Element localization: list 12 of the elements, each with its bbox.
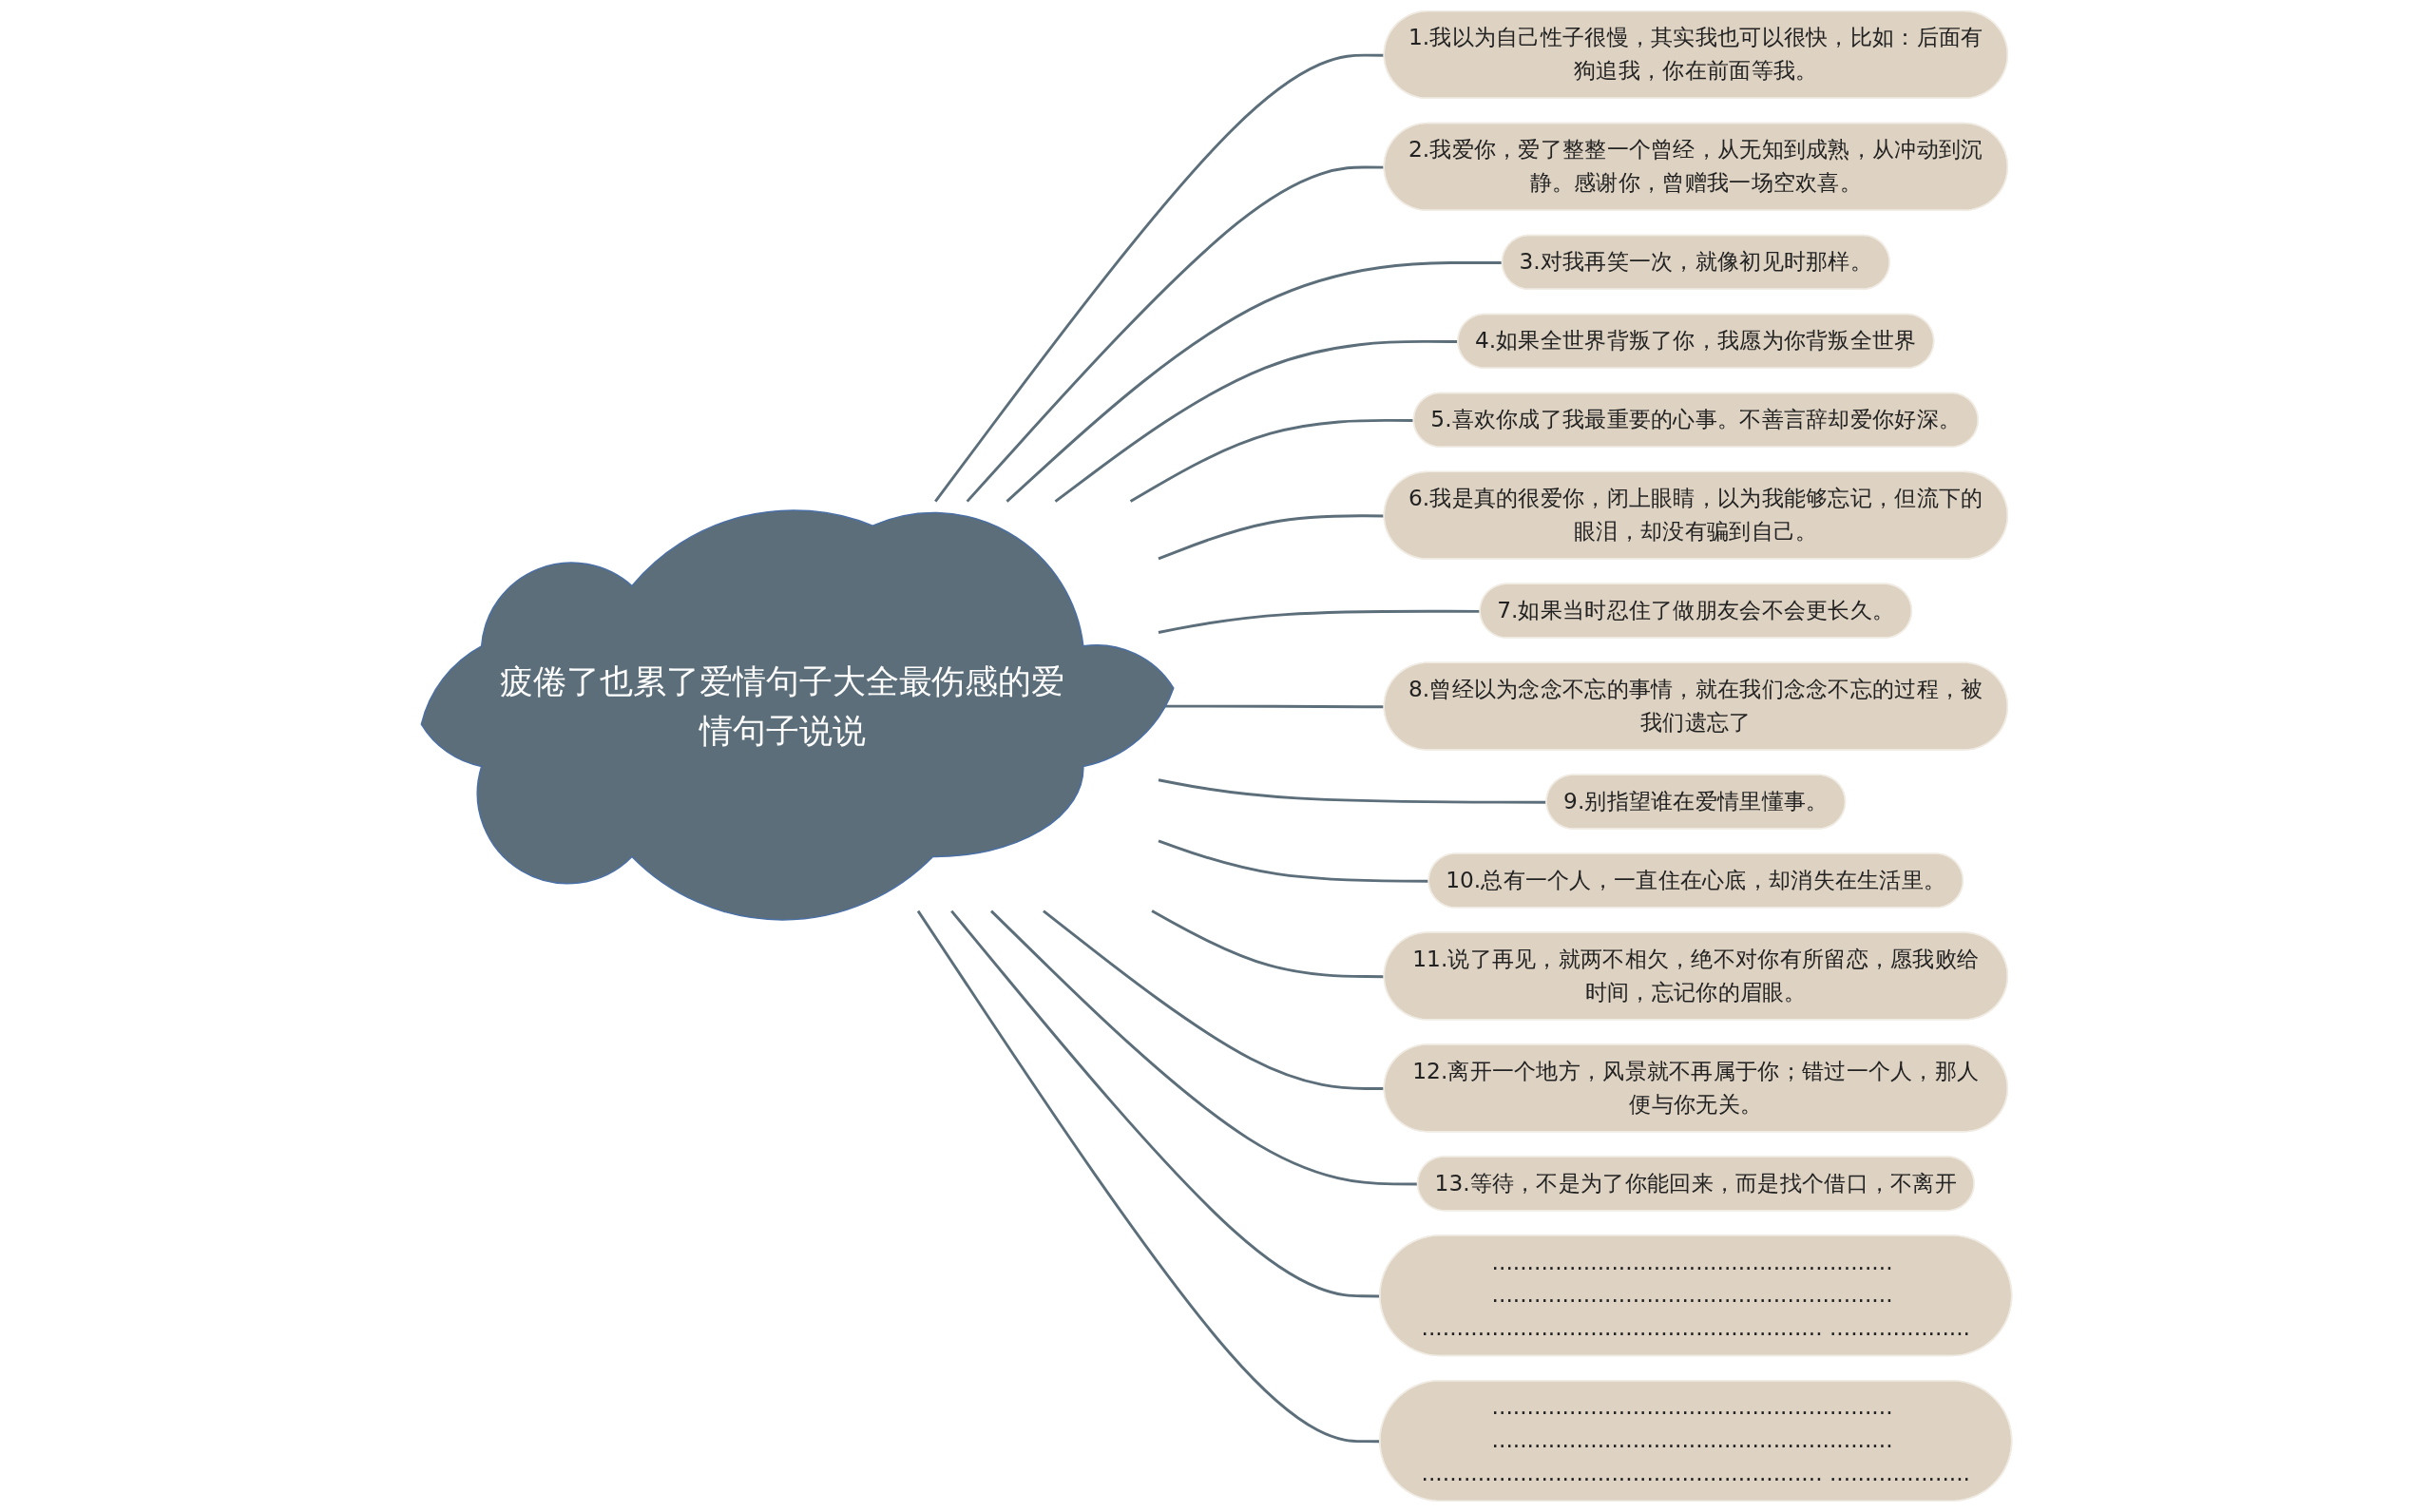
- connector: [1158, 514, 1385, 561]
- connector: [966, 165, 1385, 503]
- connector: [950, 909, 1381, 1298]
- connector: [916, 909, 1381, 1444]
- connector: [1043, 909, 1385, 1091]
- connector: [1158, 778, 1547, 804]
- connector: [934, 53, 1385, 503]
- connector: [1158, 609, 1481, 634]
- connector: [1129, 418, 1415, 503]
- connector: [1151, 909, 1385, 979]
- connector: [990, 909, 1419, 1186]
- connector: [1158, 839, 1429, 883]
